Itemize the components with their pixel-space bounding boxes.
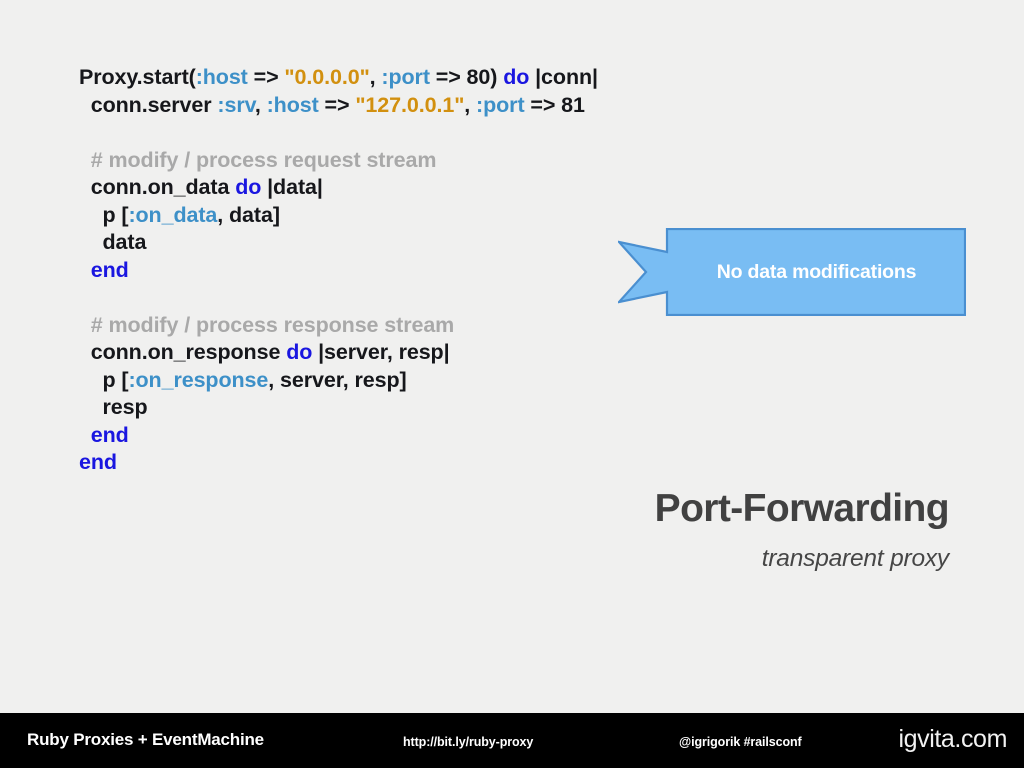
code-token-plain: , server, resp] <box>268 367 407 392</box>
code-token-plain: data <box>102 230 147 254</box>
code-token-symbol: :host <box>195 65 248 89</box>
code-token-plain: |server, resp| <box>312 340 450 364</box>
code-line: conn.on_data do |data| <box>79 174 598 202</box>
code-line: data <box>79 229 598 257</box>
code-line: p [:on_data, data] <box>79 202 598 230</box>
callout-label: No data modifications <box>716 260 917 283</box>
code-token-plain: conn.server <box>90 92 218 117</box>
code-token-symbol: :on_response <box>128 367 269 392</box>
code-token-plain: p [ <box>102 202 129 227</box>
code-line: # modify / process response stream <box>79 312 598 340</box>
code-token-plain: , <box>369 65 382 89</box>
code-token-plain: , data] <box>217 202 280 227</box>
code-token-plain: , <box>464 92 477 117</box>
code-token-plain: => 80) <box>429 65 504 89</box>
code-line: end <box>79 257 598 285</box>
code-token-plain: , <box>254 92 267 117</box>
code-token-string: "0.0.0.0" <box>284 65 370 89</box>
code-token-symbol: :on_data <box>128 202 218 227</box>
code-token-symbol: :port <box>476 92 525 117</box>
code-token-keyword: do <box>503 65 530 89</box>
code-line: conn.on_response do |server, resp| <box>79 339 598 367</box>
code-line <box>79 284 598 312</box>
code-token-keyword: end <box>90 422 129 447</box>
code-token-symbol: :port <box>381 65 430 89</box>
code-block: Proxy.start(:host => "0.0.0.0", :port =>… <box>79 64 598 477</box>
page-title: Port-Forwarding <box>654 487 950 530</box>
page-subtitle: transparent proxy <box>761 545 949 572</box>
footer-brand: igvita.com <box>898 725 1007 753</box>
code-token-plain: |conn| <box>529 65 598 89</box>
footer-handle: @igrigorik #railsconf <box>679 735 802 749</box>
code-token-plain: conn.on_response <box>90 340 287 364</box>
footer-url[interactable]: http://bit.ly/ruby-proxy <box>403 735 534 749</box>
code-line <box>79 119 598 147</box>
code-token-symbol: :srv <box>217 92 255 117</box>
code-line: end <box>79 422 598 450</box>
code-token-plain: resp <box>102 395 148 419</box>
code-token-plain: p [ <box>102 367 129 392</box>
code-token-keyword: end <box>79 450 117 474</box>
code-token-keyword: end <box>90 257 129 282</box>
footer-talk-title: Ruby Proxies + EventMachine <box>27 730 264 749</box>
code-token-string: "127.0.0.1" <box>355 92 465 117</box>
code-token-keyword: do <box>286 340 313 364</box>
code-line: p [:on_response, server, resp] <box>79 367 598 395</box>
code-token-plain: => 81 <box>524 92 585 117</box>
callout-shape <box>618 228 966 316</box>
code-token-plain: |data| <box>261 175 323 199</box>
callout-bubble: No data modifications <box>618 228 966 316</box>
code-line: Proxy.start(:host => "0.0.0.0", :port =>… <box>79 64 598 92</box>
code-token-comment: # modify / process request stream <box>90 147 437 172</box>
code-token-plain: => <box>247 65 285 89</box>
code-line: resp <box>79 394 598 422</box>
code-line: # modify / process request stream <box>79 147 598 175</box>
code-token-plain: Proxy.start( <box>79 65 196 89</box>
code-token-keyword: do <box>235 175 262 199</box>
code-token-symbol: :host <box>266 92 319 117</box>
code-line: end <box>79 449 598 477</box>
code-token-comment: # modify / process response stream <box>90 312 455 337</box>
code-token-plain: conn.on_data <box>90 175 236 199</box>
code-line: conn.server :srv, :host => "127.0.0.1", … <box>79 92 598 120</box>
code-token-plain: => <box>318 92 356 117</box>
footer-bar: Ruby Proxies + EventMachine http://bit.l… <box>0 713 1024 768</box>
